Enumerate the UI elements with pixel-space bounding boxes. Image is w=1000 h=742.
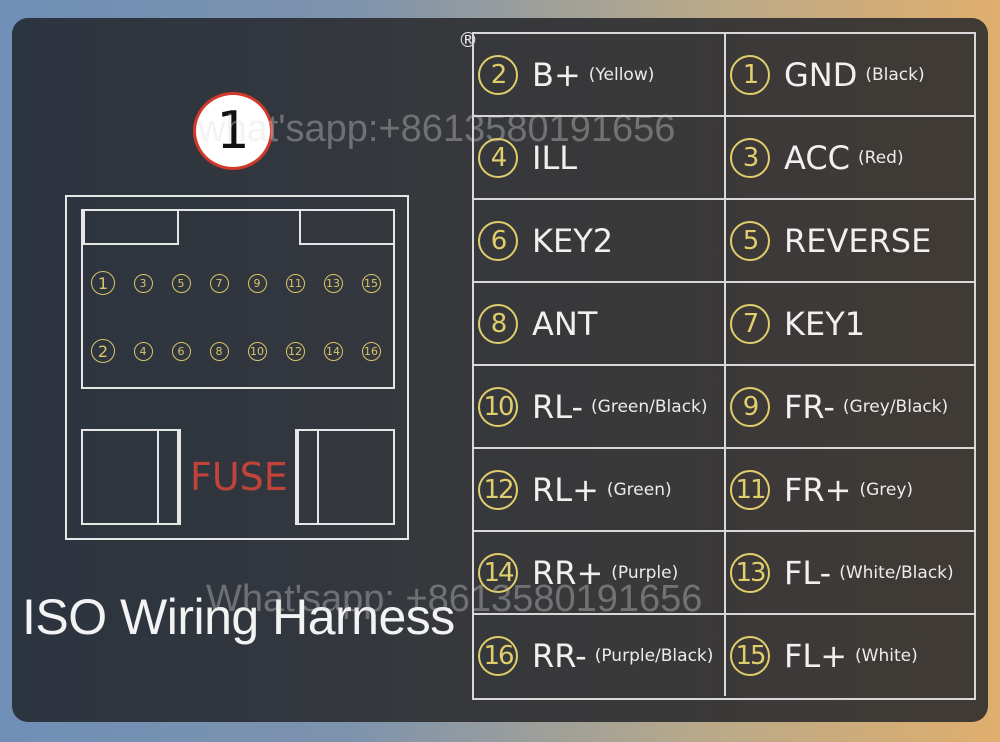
connector-pin-13: 13 xyxy=(323,273,343,293)
connector-pin-9: 9 xyxy=(247,273,267,293)
connector-pin-3: 3 xyxy=(133,273,153,293)
wire-color: (Purple/Black) xyxy=(594,645,714,666)
fuse-slot-right xyxy=(295,429,395,525)
pin-signal: RL- xyxy=(532,387,584,426)
pin-signal: ACC xyxy=(784,138,851,177)
pin-number: 5 xyxy=(730,220,770,261)
pin-number: 9 xyxy=(730,386,770,427)
pin-signal: ILL xyxy=(532,138,578,177)
pin-cell-right: 3 ACC (Red) xyxy=(726,117,974,198)
connector-pin-area xyxy=(81,209,395,389)
fuse-slot-left xyxy=(81,429,181,525)
pin-signal: FL- xyxy=(784,553,832,592)
pin-signal: ANT xyxy=(532,304,598,343)
pin-cell-left: 6 KEY2 xyxy=(474,200,726,281)
pin-cell-left: 10 RL- (Green/Black) xyxy=(474,366,726,447)
pin-cell-right: 15 FL+ (White) xyxy=(726,615,974,696)
pin-signal: B+ xyxy=(532,55,581,94)
pin-cell-left: 12 RL+ (Green) xyxy=(474,449,726,530)
connector-pin-10: 10 xyxy=(247,341,267,361)
pin-cell-right: 9 FR- (Grey/Black) xyxy=(726,366,974,447)
pin-cell-left: 4 ILL xyxy=(474,117,726,198)
pin-number: 4 xyxy=(478,137,518,178)
table-row: 16 RR- (Purple/Black) 15 FL+ (White) xyxy=(474,615,974,698)
connector-pin-4: 4 xyxy=(133,341,153,361)
wire-color: (White) xyxy=(855,645,918,666)
pin-signal: KEY2 xyxy=(532,221,614,260)
pin-cell-left: 8 ANT xyxy=(474,283,726,364)
connector-pin-1: 1 xyxy=(91,271,115,295)
pin-number: 10 xyxy=(478,386,518,427)
pin-cell-right: 7 KEY1 xyxy=(726,283,974,364)
wire-color: (Grey) xyxy=(859,479,914,500)
table-row: 10 RL- (Green/Black) 9 FR- (Grey/Black) xyxy=(474,366,974,449)
pin-number: 11 xyxy=(730,469,770,510)
wire-color: (Yellow) xyxy=(588,64,655,85)
pin-signal: RR+ xyxy=(532,553,604,592)
connector-pin-5: 5 xyxy=(171,273,191,293)
wire-color: (Black) xyxy=(865,64,925,85)
pin-number: 14 xyxy=(478,552,518,593)
page-title: ISO Wiring Harness xyxy=(22,589,455,645)
pin-cell-right: 1 GND (Black) xyxy=(726,34,974,115)
table-row: 14 RR+ (Purple) 13 FL- (White/Black) xyxy=(474,532,974,615)
pin-number: 7 xyxy=(730,303,770,344)
diagram-number-badge: 1 xyxy=(193,92,273,170)
pin-signal: RL+ xyxy=(532,470,599,509)
table-row: 4 ILL 3 ACC (Red) xyxy=(474,117,974,200)
pin-number: 3 xyxy=(730,137,770,178)
table-row: 2 B+ (Yellow) 1 GND (Black) xyxy=(474,34,974,117)
pin-cell-left: 14 RR+ (Purple) xyxy=(474,532,726,613)
connector-tab-left xyxy=(83,209,179,245)
pin-number: 8 xyxy=(478,303,518,344)
wire-color: (White/Black) xyxy=(839,562,954,583)
wire-color: (Grey/Black) xyxy=(842,396,949,417)
pin-signal: FL+ xyxy=(784,636,848,675)
pin-signal: RR- xyxy=(532,636,587,675)
diagram-panel xyxy=(12,18,988,722)
pin-number: 13 xyxy=(730,552,770,593)
pin-signal: FR+ xyxy=(784,470,852,509)
pin-signal: FR- xyxy=(784,387,835,426)
connector-pin-14: 14 xyxy=(323,341,343,361)
pin-number: 1 xyxy=(730,54,770,95)
wire-color: (Purple) xyxy=(611,562,679,583)
pin-cell-right: 11 FR+ (Grey) xyxy=(726,449,974,530)
table-row: 12 RL+ (Green) 11 FR+ (Grey) xyxy=(474,449,974,532)
wire-color: (Green) xyxy=(606,479,672,500)
pin-cell-right: 5 REVERSE xyxy=(726,200,974,281)
connector-pin-12: 12 xyxy=(285,341,305,361)
pin-signal: GND xyxy=(784,55,858,94)
wire-color: (Red) xyxy=(858,147,904,168)
wire-color: (Green/Black) xyxy=(591,396,708,417)
connector-pin-16: 16 xyxy=(361,341,381,361)
table-row: 8 ANT 7 KEY1 xyxy=(474,283,974,366)
pin-number: 6 xyxy=(478,220,518,261)
fuse-slot-left-bar xyxy=(157,429,179,525)
pin-cell-right: 13 FL- (White/Black) xyxy=(726,532,974,613)
pin-number: 2 xyxy=(478,54,518,95)
pin-number: 12 xyxy=(478,469,518,510)
fuse-label: FUSE xyxy=(190,455,288,499)
connector-pin-15: 15 xyxy=(361,273,381,293)
connector-tab-right xyxy=(299,209,395,245)
pin-signal: KEY1 xyxy=(784,304,866,343)
connector-pin-6: 6 xyxy=(171,341,191,361)
table-row: 6 KEY2 5 REVERSE xyxy=(474,200,974,283)
pin-cell-left: 2 B+ (Yellow) xyxy=(474,34,726,115)
connector-pin-11: 11 xyxy=(285,273,305,293)
pin-assignment-table: 2 B+ (Yellow) 1 GND (Black) 4 ILL 3 ACC (Red) 6 KEY2… xyxy=(472,32,976,700)
pin-signal: REVERSE xyxy=(784,221,932,260)
connector-pin-2: 2 xyxy=(91,339,115,363)
pin-number: 15 xyxy=(730,635,770,676)
connector-pin-8: 8 xyxy=(209,341,229,361)
pin-cell-left: 16 RR- (Purple/Black) xyxy=(474,615,726,696)
connector-pin-7: 7 xyxy=(209,273,229,293)
fuse-slot-right-bar xyxy=(297,429,319,525)
pin-number: 16 xyxy=(478,635,518,676)
